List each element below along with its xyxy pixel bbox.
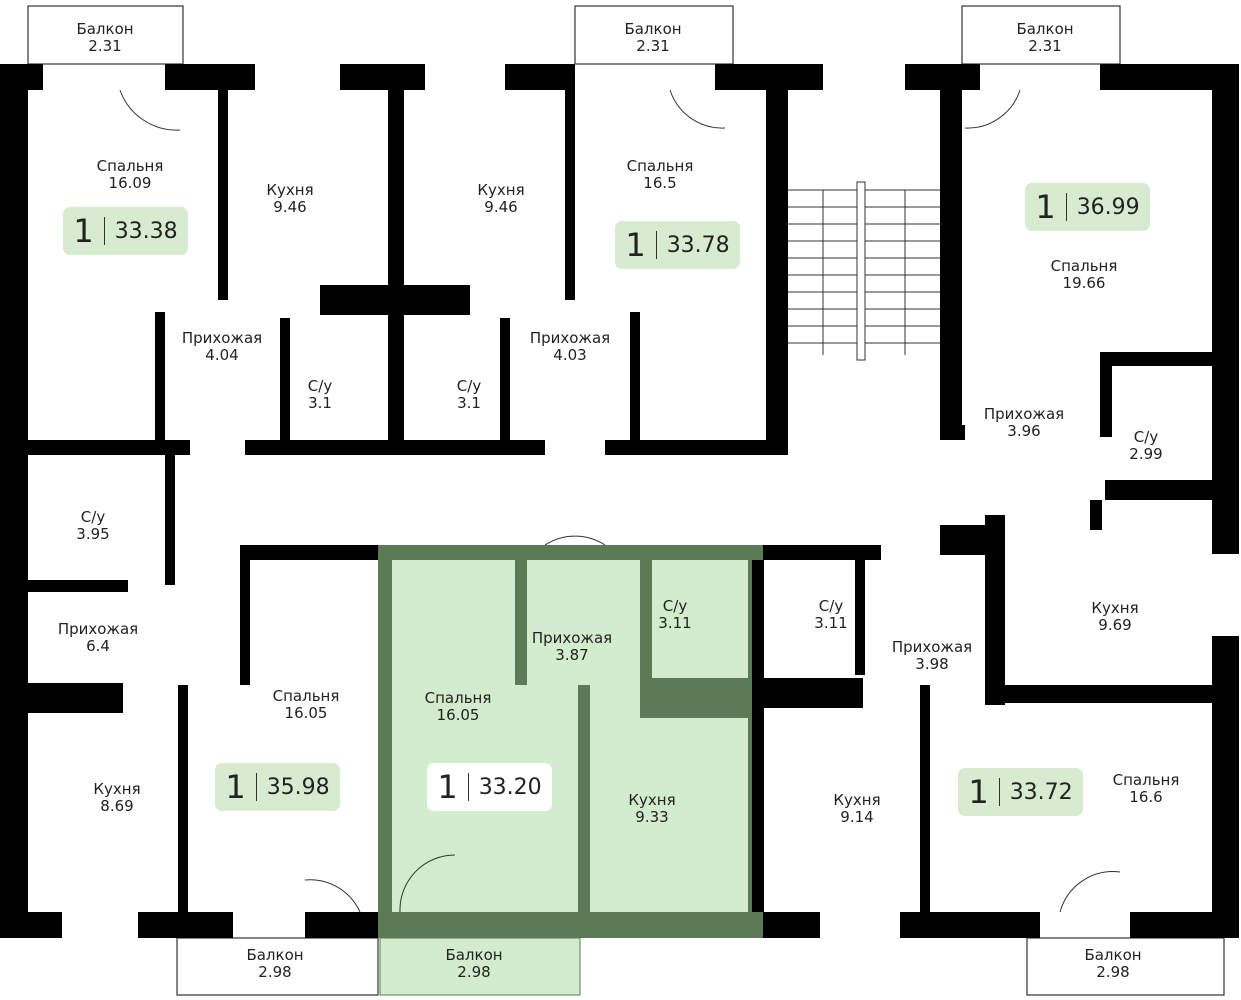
- apartment-area: 35.98: [266, 774, 330, 800]
- selected-apartment-fill[interactable]: [392, 560, 748, 912]
- room-count: 1: [73, 212, 94, 250]
- apartment-area: 33.20: [478, 774, 542, 800]
- apartment-area: 33.38: [114, 218, 178, 244]
- selected-balcony[interactable]: [379, 937, 581, 996]
- room-count: 1: [225, 768, 246, 806]
- apartment-area: 36.99: [1076, 194, 1140, 220]
- apartment-area: 33.78: [666, 232, 730, 258]
- doors: [119, 89, 1121, 913]
- room-count: 1: [625, 226, 646, 264]
- room-count: 1: [437, 768, 458, 806]
- staircase: [788, 181, 940, 361]
- apartment-area: 33.72: [1009, 779, 1073, 805]
- balcony-outlines: [27, 5, 1225, 996]
- room-count: 1: [1035, 188, 1056, 226]
- room-count: 1: [968, 773, 989, 811]
